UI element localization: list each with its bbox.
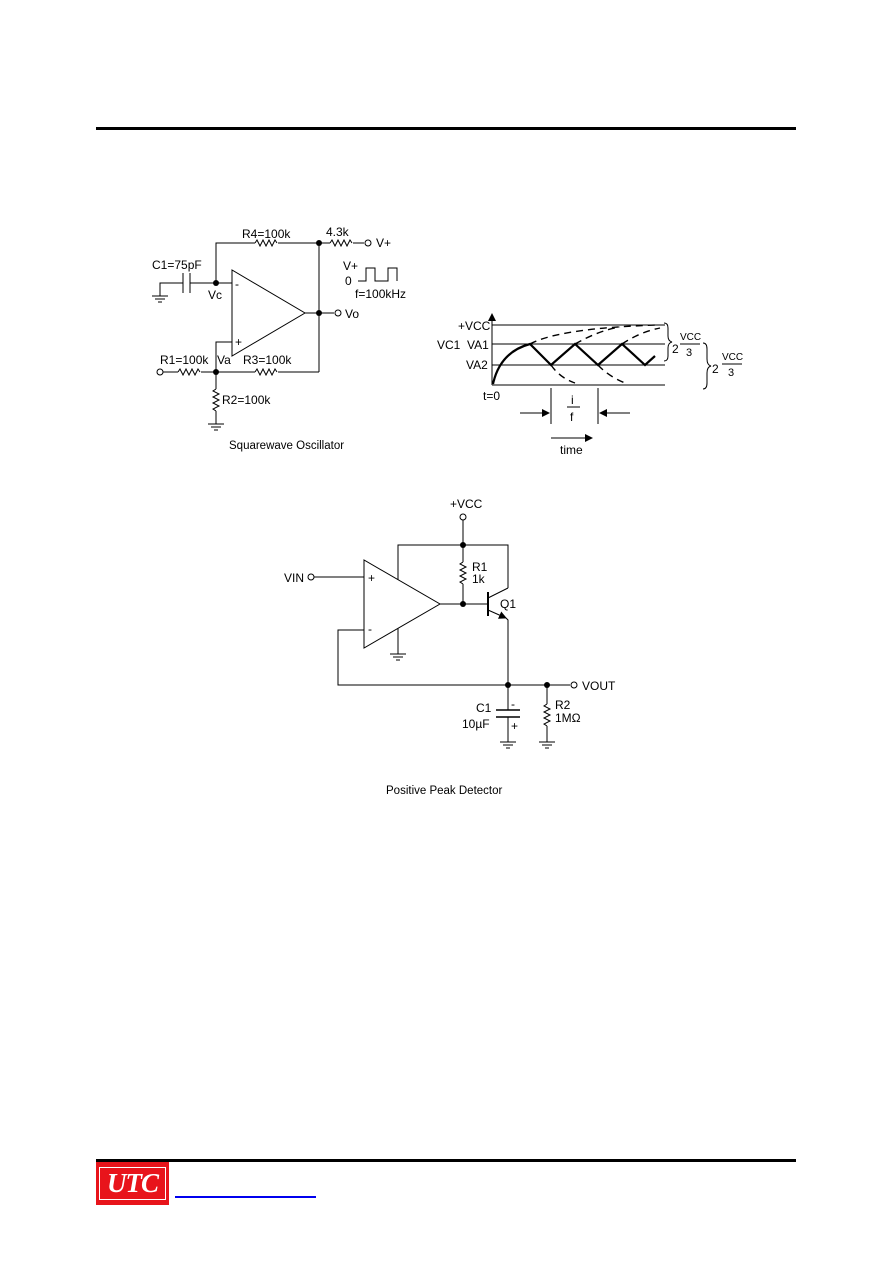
vo-terminal [334, 309, 342, 317]
osc-input-terminal [156, 368, 164, 376]
footer-rule [96, 1159, 796, 1162]
r3-label: R3=100k [243, 353, 292, 367]
detector-plus-sign: + [368, 571, 375, 585]
vc1-label: VC1 [437, 338, 461, 352]
r1-label: R1=100k [160, 353, 209, 367]
vplus-label: V+ [376, 236, 391, 250]
detector-r2-label: R2 [555, 698, 571, 712]
timing-labels: +VCC VC1 VA1 VA2 t=0 i f time 2 VCC 3 2 … [437, 319, 743, 457]
capacitor-waveform [491, 342, 656, 385]
oscillator-labels: R4=100k 4.3k V+ C1=75pF Vc - + Vo R1=100… [152, 225, 406, 452]
t0-label: t=0 [483, 389, 500, 403]
detector-nodes [460, 542, 550, 688]
vplus-terminal [364, 239, 372, 247]
c1-plus-sign: + [511, 719, 518, 733]
brace1-numerator: VCC [680, 332, 701, 343]
inverting-sign: - [235, 277, 239, 291]
detector-c1-label: C1 [476, 701, 492, 715]
detector-r2-value: 1MΩ [555, 711, 581, 725]
vin-terminal [307, 573, 315, 581]
brace2-numerator: VCC [722, 352, 743, 363]
oscillator-opamp [231, 269, 306, 357]
brace2-denominator: 3 [728, 367, 734, 379]
freq-label: f=100kHz [355, 287, 406, 301]
detector-minus-sign: - [368, 622, 372, 636]
q1-label: Q1 [500, 597, 516, 611]
brace1-coef: 2 [672, 342, 679, 356]
detector-r1-label: R1 [472, 560, 488, 574]
wave-zero-label: 0 [345, 274, 352, 288]
utc-logo-text: UTC [99, 1167, 166, 1200]
vout-label: VOUT [582, 679, 616, 693]
detector-c1-value: 10µF [462, 717, 490, 731]
detector-vcc-label: +VCC [450, 497, 483, 511]
footer-link-underline[interactable] [175, 1196, 316, 1198]
brace2-coef: 2 [712, 362, 719, 376]
noninverting-sign: + [235, 335, 242, 349]
period-denominator: f [570, 410, 574, 424]
vin-label: VIN [284, 571, 304, 585]
timing-diagram [488, 313, 742, 442]
vc-label: Vc [208, 288, 222, 302]
time-axis-label: time [560, 443, 583, 457]
oscillator-caption: Squarewave Oscillator [229, 440, 344, 452]
vo-label: Vo [345, 307, 359, 321]
timing-vcc-label: +VCC [458, 319, 491, 333]
va1-label: VA1 [467, 338, 489, 352]
r4-resistor [254, 238, 278, 248]
detector-labels: +VCC VIN + - R1 1k Q1 C1 10µF - + R2 1MΩ… [284, 497, 616, 797]
detector-r1-value: 1k [472, 572, 486, 586]
va2-label: VA2 [466, 358, 488, 372]
vout-terminal [570, 681, 578, 689]
c1-label: C1=75pF [152, 258, 202, 272]
header-rule [96, 127, 796, 130]
pullup-label: 4.3k [326, 225, 350, 239]
peak-detector-schematic [307, 513, 578, 749]
detector-caption: Positive Peak Detector [386, 785, 503, 797]
oscillator-nodes [213, 240, 322, 375]
detector-opamp [363, 559, 441, 649]
detector-vcc-terminal [459, 513, 467, 521]
brace1-denominator: 3 [686, 347, 692, 359]
pullup-resistor [329, 238, 353, 248]
utc-logo: UTC [96, 1162, 169, 1205]
va-label: Va [217, 353, 231, 367]
c1-minus-sign: - [511, 697, 515, 711]
period-numerator: i [571, 393, 574, 407]
r2-label: R2=100k [222, 393, 271, 407]
r4-label: R4=100k [242, 227, 291, 241]
wave-vplus-label: V+ [343, 259, 358, 273]
